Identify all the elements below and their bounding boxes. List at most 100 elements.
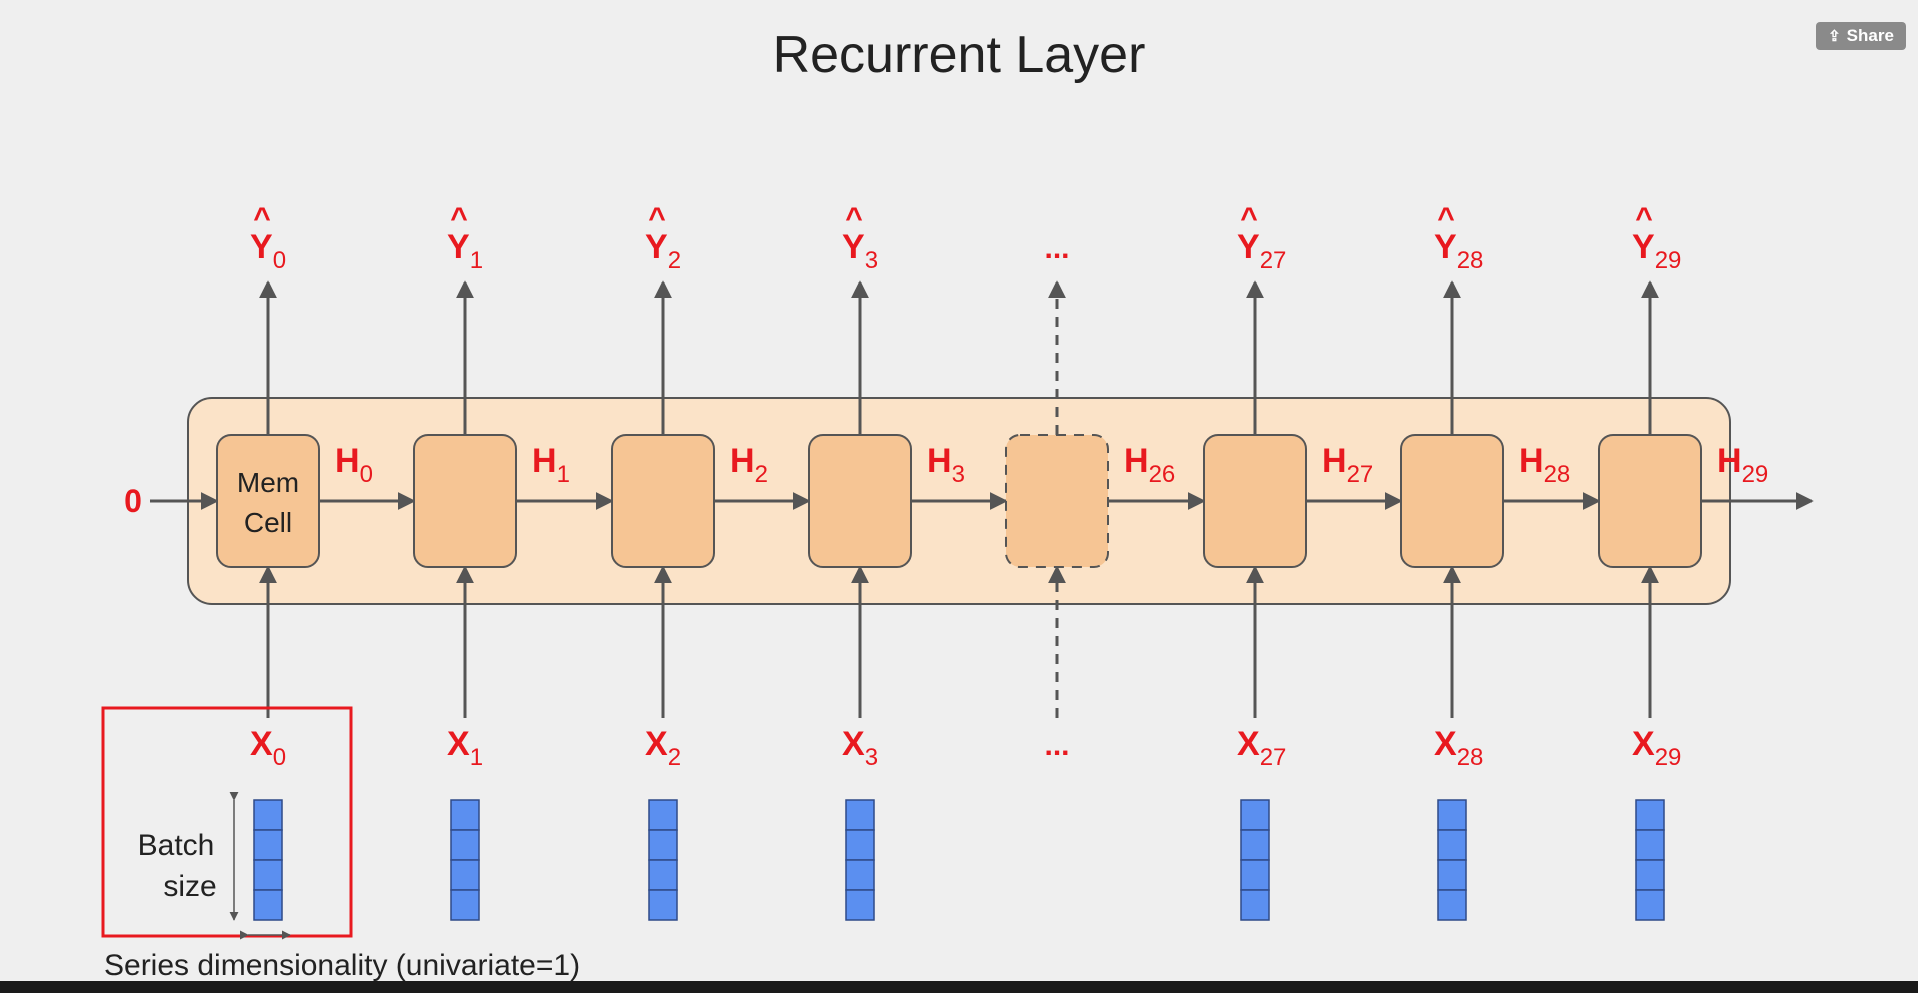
output-label: Y2	[645, 228, 681, 274]
vector-element	[450, 859, 480, 891]
hidden-state-subscript: 26	[1149, 461, 1176, 488]
vector-element	[1635, 799, 1665, 831]
output-subscript: 29	[1655, 247, 1682, 274]
mem-cell	[1400, 434, 1504, 568]
share-button[interactable]: ⇪ Share	[1816, 22, 1906, 50]
input-label: X3	[842, 725, 878, 771]
input-label: X1	[447, 725, 483, 771]
output-label: Y27	[1237, 228, 1286, 274]
hidden-state-subscript: 0	[360, 461, 373, 488]
vector-element	[845, 859, 875, 891]
vector-element	[845, 829, 875, 861]
hidden-state-subscript: 27	[1347, 461, 1374, 488]
page-title: Recurrent Layer	[773, 26, 1146, 84]
mem-cell	[413, 434, 517, 568]
vector-element	[450, 829, 480, 861]
input-label: X29	[1632, 725, 1681, 771]
share-icon: ⇪	[1828, 27, 1841, 45]
mem-cell	[611, 434, 715, 568]
output-label: Y3	[842, 228, 878, 274]
batch-size-label-line1: Batch	[138, 829, 215, 862]
mem-cell	[808, 434, 912, 568]
output-label: Y29	[1632, 228, 1681, 274]
vector-element	[1635, 889, 1665, 921]
hat-mark: ^	[450, 202, 468, 235]
video-control-bar	[0, 981, 1918, 993]
output-subscript: 1	[470, 247, 483, 274]
hat-mark: ^	[253, 202, 271, 235]
vector-element	[648, 859, 678, 891]
hat-mark: ^	[1240, 202, 1258, 235]
input-vector	[450, 799, 480, 921]
input-subscript: 27	[1260, 744, 1287, 771]
input-vector	[845, 799, 875, 921]
batch-highlight-box	[101, 706, 353, 938]
vector-element	[1635, 829, 1665, 861]
vector-element	[1437, 859, 1467, 891]
hat-mark: ^	[1635, 202, 1653, 235]
output-ellipsis: ...	[1044, 232, 1069, 265]
vector-element	[648, 829, 678, 861]
hidden-state-subscript: 1	[557, 461, 570, 488]
input-label: X27	[1237, 725, 1286, 771]
input-label: X0	[250, 725, 286, 771]
arrows	[150, 280, 1814, 718]
vector-element	[1437, 799, 1467, 831]
output-subscript: 2	[668, 247, 681, 274]
vector-element	[1437, 889, 1467, 921]
vector-element	[648, 889, 678, 921]
input-subscript: 3	[865, 744, 878, 771]
input-subscript: 2	[668, 744, 681, 771]
vector-element	[1240, 889, 1270, 921]
vector-element	[1437, 829, 1467, 861]
share-label: Share	[1846, 26, 1894, 45]
hat-mark: ^	[845, 202, 863, 235]
hidden-state-subscript: 28	[1544, 461, 1571, 488]
input-subscript: 28	[1457, 744, 1484, 771]
output-subscript: 0	[273, 247, 286, 274]
mem-cell-label-line2: Cell	[244, 507, 292, 538]
batch-size-label-line2: size	[163, 870, 216, 903]
hidden-state-subscript: 3	[952, 461, 965, 488]
vector-element	[845, 889, 875, 921]
output-label: Y1	[447, 228, 483, 274]
output-subscript: 27	[1260, 247, 1287, 274]
input-label: X2	[645, 725, 681, 771]
vector-element	[450, 799, 480, 831]
hat-mark: ^	[648, 202, 666, 235]
vector-element	[450, 889, 480, 921]
vector-element	[1240, 859, 1270, 891]
input-subscript: 1	[470, 744, 483, 771]
input-vector	[1240, 799, 1270, 921]
input-label: X28	[1434, 725, 1483, 771]
mem-cell	[1598, 434, 1702, 568]
vector-element	[1635, 859, 1665, 891]
vector-element	[648, 799, 678, 831]
input-vector	[1437, 799, 1467, 921]
vector-element	[253, 859, 283, 891]
series-dimensionality-label: Series dimensionality (univariate=1)	[104, 949, 580, 982]
vector-element	[1240, 799, 1270, 831]
input-vectors	[253, 799, 1665, 921]
input-vector	[648, 799, 678, 921]
mem-cell-label-line1: Mem	[237, 467, 299, 498]
mem-cells	[216, 434, 1702, 568]
vector-element	[253, 799, 283, 831]
hidden-state-subscript: 29	[1742, 461, 1769, 488]
mem-cell-placeholder	[1005, 434, 1109, 568]
output-label: Y28	[1434, 228, 1483, 274]
input-subscript: 0	[273, 744, 286, 771]
vector-element	[845, 799, 875, 831]
input-ellipsis: ...	[1044, 729, 1069, 762]
output-label: Y0	[250, 228, 286, 274]
vector-element	[253, 829, 283, 861]
initial-state-label: 0	[124, 483, 142, 519]
input-subscript: 29	[1655, 744, 1682, 771]
input-vector	[253, 799, 283, 921]
vector-element	[253, 889, 283, 921]
hidden-state-subscript: 2	[755, 461, 768, 488]
input-vector	[1635, 799, 1665, 921]
output-subscript: 28	[1457, 247, 1484, 274]
mem-cell	[1203, 434, 1307, 568]
vector-element	[1240, 829, 1270, 861]
